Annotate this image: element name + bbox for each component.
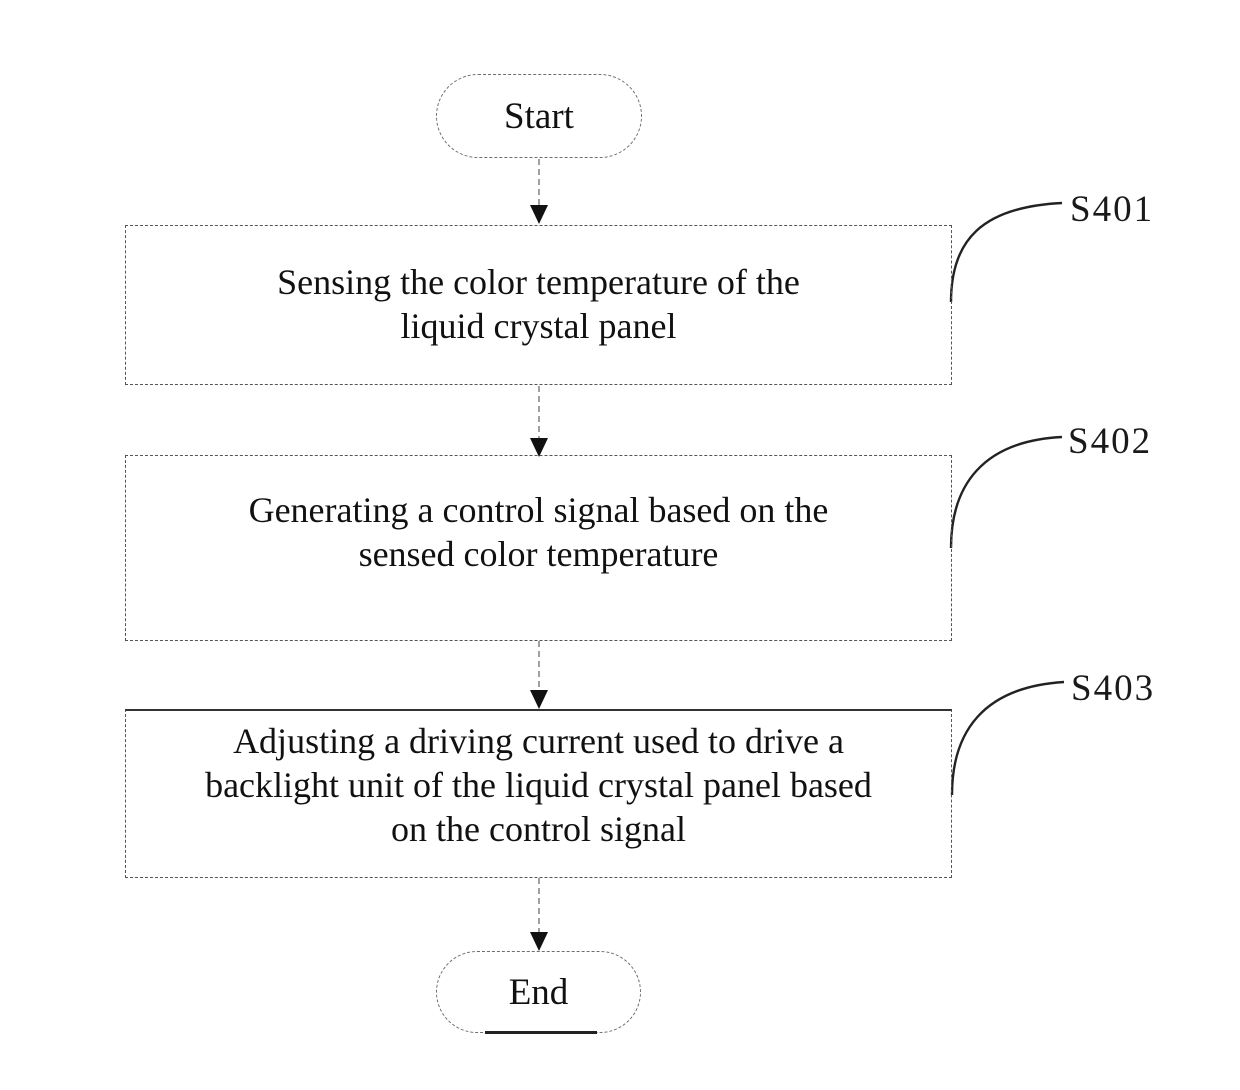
process-text-s402: Generating a control signal based on the… — [248, 490, 829, 574]
step-label-s401: S401 — [1070, 189, 1155, 230]
process-text-s401: Sensing the color temperature of the liq… — [277, 262, 800, 346]
process-box-s403: Adjusting a driving current used to driv… — [125, 709, 952, 878]
step-label-s403: S403 — [1071, 668, 1156, 709]
callout-curve-s401 — [949, 201, 1063, 303]
callout-curve-s402 — [949, 435, 1063, 549]
start-node: Start — [436, 74, 642, 158]
flow-arrow-start-to-s401 — [530, 159, 548, 224]
process-box-s402: Generating a control signal based on the… — [125, 455, 952, 641]
end-node: End — [436, 951, 641, 1034]
flow-arrow-s401-to-s402 — [530, 386, 548, 457]
start-label: Start — [504, 95, 574, 137]
process-box-s401: Sensing the color temperature of the liq… — [125, 225, 952, 385]
flow-arrow-s403-to-end — [530, 878, 548, 951]
callout-curve-s403 — [950, 680, 1065, 796]
step-label-s402: S402 — [1068, 421, 1153, 462]
flow-arrow-s402-to-s403 — [530, 641, 548, 709]
end-node-base-line — [485, 1031, 597, 1034]
end-label: End — [508, 971, 569, 1013]
process-text-s403: Adjusting a driving current used to driv… — [205, 721, 872, 849]
